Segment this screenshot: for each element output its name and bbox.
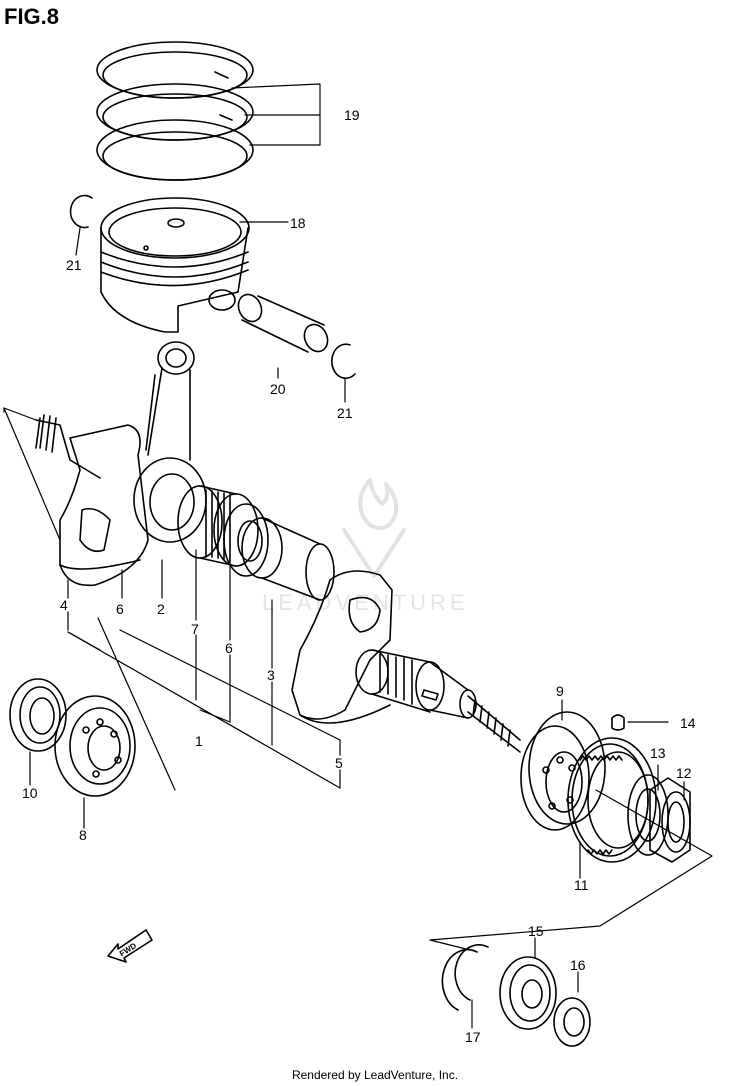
oil-seal-small <box>553 997 591 1047</box>
fwd-arrow-icon <box>107 929 153 963</box>
callout-12: 12 <box>676 765 692 781</box>
callout-21-right: 21 <box>337 405 353 421</box>
callout-6-left: 6 <box>116 601 124 617</box>
callout-10: 10 <box>22 785 38 801</box>
left-crank-web <box>35 414 149 587</box>
main-bearing-left <box>54 695 136 797</box>
primary-gear <box>567 737 657 863</box>
oil-seal-left <box>9 678 67 752</box>
piston-rings <box>96 41 254 181</box>
callout-3: 3 <box>267 667 275 683</box>
callout-18: 18 <box>290 215 306 231</box>
small-bearing <box>499 956 557 1030</box>
watermark-text: LEADVENTURE <box>262 590 469 615</box>
callout-7: 7 <box>191 621 199 637</box>
circlips <box>69 194 489 1011</box>
watermark-logo <box>342 478 406 578</box>
piston-pin <box>237 293 329 353</box>
callout-4: 4 <box>60 597 68 613</box>
crankshaft-right-shaft <box>355 649 521 753</box>
callout-14: 14 <box>680 715 696 731</box>
callout-16: 16 <box>570 957 586 973</box>
callout-17: 17 <box>465 1029 481 1045</box>
callout-15: 15 <box>528 923 544 939</box>
callout-9: 9 <box>556 683 564 699</box>
callout-6-right: 6 <box>225 640 233 656</box>
callout-1: 1 <box>195 733 203 749</box>
callout-20: 20 <box>270 381 286 397</box>
crank-pin <box>241 517 335 601</box>
figure-title: FIG.8 <box>4 4 60 29</box>
callout-21-top: 21 <box>66 257 82 273</box>
thrust-washer <box>223 503 269 577</box>
main-bearing-right <box>520 711 606 831</box>
piston <box>100 197 250 333</box>
callout-11: 11 <box>574 877 589 893</box>
leader-lines <box>3 83 713 1029</box>
woodruff-key <box>611 714 625 731</box>
crankshaft-nut <box>649 777 691 863</box>
right-crank-web <box>291 570 393 724</box>
needle-bearing <box>177 485 259 567</box>
callout-5: 5 <box>335 755 343 771</box>
footer-credit: Rendered by LeadVenture, Inc. <box>291 1068 459 1082</box>
callout-13: 13 <box>650 745 666 761</box>
callout-19: 19 <box>344 107 360 123</box>
callout-8: 8 <box>79 827 87 843</box>
callout-2: 2 <box>157 601 165 617</box>
